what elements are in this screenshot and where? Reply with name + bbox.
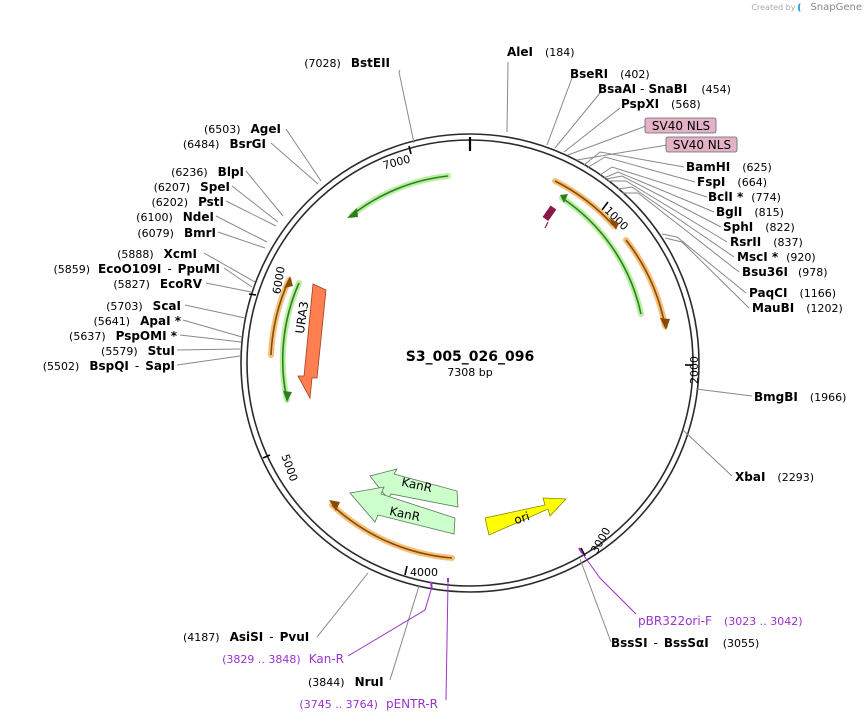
- plasmid-length: 7308 bp: [447, 366, 492, 379]
- primer-pentr-r: (3745 .. 3764)pENTR-R: [299, 697, 438, 711]
- feature-arc-top-glow: [349, 173, 451, 218]
- feature-arc-green-right-head: [560, 194, 568, 203]
- sv40-nls-box-2: SV40 NLS: [665, 136, 738, 153]
- site-ecorv: (5827)EcoRV: [113, 277, 202, 291]
- kanr-feature-2: [349, 486, 456, 535]
- kanr-label-1: KanR: [400, 475, 433, 495]
- feature-arc-green-right: [561, 197, 642, 315]
- primer-labels: pBR322ori-F(3023 .. 3042) (3829 .. 3848)…: [222, 614, 802, 711]
- site-xcmi: (5888)XcmI: [117, 247, 197, 261]
- site-nrui: (3844)NruI: [308, 675, 384, 689]
- site-ndei: (6100)NdeI: [136, 210, 214, 224]
- site-bsu36i: Bsu36I(978): [742, 265, 828, 279]
- plasmid-backbone: [240, 133, 700, 593]
- kanr-label-2: KanR: [388, 504, 421, 524]
- feature-arc-orange-2: [625, 239, 666, 327]
- site-sphi: SphI(822): [723, 220, 795, 234]
- site-pspomi: (5637)PspOMI *: [69, 329, 178, 343]
- site-bmgbi: BmgBI(1966): [754, 390, 846, 404]
- primer-kan-r: (3829 .. 3848)Kan-R: [222, 652, 344, 666]
- feature-arc-orange-1: [554, 180, 615, 227]
- site-ecoo109i: (5859)EcoO109I-PpuMI: [53, 262, 220, 276]
- ura3-label: URA3: [293, 300, 311, 334]
- leader-lines: [176, 61, 753, 681]
- site-xbai: XbaI(2293): [735, 470, 814, 484]
- site-bcli: BclI *(774): [708, 190, 781, 204]
- site-bsteii: (7028)BstEII: [304, 56, 390, 70]
- primer-leader-lines: [347, 552, 637, 701]
- plasmid-name: S3_005_026_096: [406, 349, 535, 365]
- site-bsaai: BsaAI-SnaBI(454): [598, 82, 731, 96]
- sv40-nls-label-2: SV40 NLS: [673, 138, 731, 152]
- site-spei: (6207)SpeI: [154, 180, 230, 194]
- site-rsrii: RsrII(837): [730, 235, 803, 249]
- feature-arc-top-head: [347, 208, 358, 218]
- feature-arc-orange-2-head: [660, 318, 670, 330]
- site-stui: (5579)StuI: [101, 344, 175, 358]
- site-labels-left: (5502)BspQI-SapI (5579)StuI (5637)PspOMI…: [43, 56, 390, 373]
- site-scai: (5703)ScaI: [106, 299, 181, 313]
- snapgene-logo-icon: [798, 3, 807, 12]
- tick-label-5000: 5000: [278, 452, 300, 483]
- site-paqci: PaqCI(1166): [749, 286, 836, 300]
- snapgene-credit: Created by SnapGene: [751, 2, 862, 13]
- site-bmri: (6079)BmrI: [137, 226, 216, 240]
- feature-marker-maroon: [542, 205, 557, 229]
- site-alei: AleI(184): [507, 45, 575, 59]
- site-bgli: BglI(815): [716, 205, 784, 219]
- site-apai: (5641)ApaI *: [94, 314, 182, 328]
- primer-pbr322ori-f: pBR322ori-F(3023 .. 3042): [638, 614, 803, 628]
- site-fspi: FspI(664): [697, 175, 767, 189]
- site-bseri: BseRI(402): [570, 67, 650, 81]
- tick-label-2000: 2000: [688, 356, 701, 384]
- primer-mark-pbr322ori-f: [578, 547, 583, 554]
- site-psti: (6202)PstI: [151, 195, 224, 209]
- site-maubi: MauBI(1202): [752, 301, 843, 315]
- site-bamhi: BamHI(625): [686, 160, 772, 174]
- site-asisi: (4187)AsiSI-PvuI: [183, 630, 309, 644]
- site-bspqi: (5502)BspQI-SapI: [43, 359, 175, 373]
- ura3-feature: [297, 283, 327, 400]
- site-labels-bottom: (3844)NruI (4187)AsiSI-PvuI: [183, 630, 384, 689]
- tick-label-7000: 7000: [381, 153, 411, 173]
- tick-label-3000: 3000: [588, 525, 613, 556]
- site-pspxi: PspXI(568): [621, 97, 701, 111]
- feature-arc-green-left: [281, 282, 300, 401]
- tick-label-4000: 4000: [410, 566, 438, 579]
- site-labels-right: AleI(184) BseRI(402) BsaAI-SnaBI(454) Ps…: [507, 45, 846, 650]
- features: URA3 KanR KanR ori: [268, 173, 670, 591]
- ori-feature: [484, 497, 567, 536]
- sv40-nls-label-1: SV40 NLS: [652, 119, 710, 133]
- feature-arc-orange-1-head: [609, 218, 619, 230]
- created-by-text: Created by: [751, 3, 796, 12]
- feature-arc-top: [351, 175, 449, 216]
- site-blpi: (6236)BlpI: [171, 165, 244, 179]
- site-bsrgi: (6484)BsrGI: [183, 137, 266, 151]
- site-msci: MscI *(920): [737, 250, 816, 264]
- feature-arc-orange-bottom: [331, 504, 453, 559]
- snapgene-brand-text: SnapGene: [810, 2, 862, 13]
- primer-mark-kan-r: [430, 581, 433, 591]
- site-bsssi: BssSI-BssSαI(3055): [611, 636, 759, 650]
- sv40-nls-box-1: SV40 NLS: [644, 117, 717, 134]
- ori-label: ori: [512, 509, 531, 527]
- site-agei: (6503)AgeI: [204, 122, 281, 136]
